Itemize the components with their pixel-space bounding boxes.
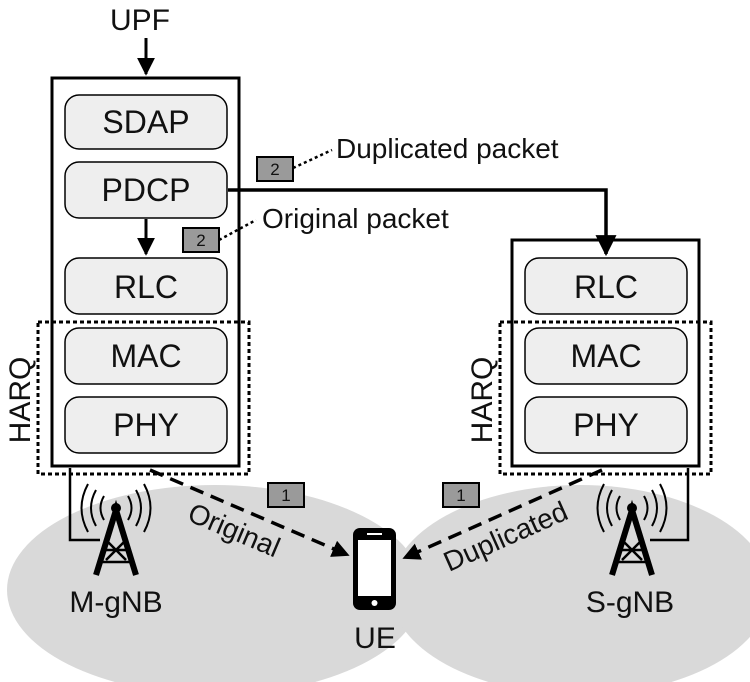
master-layer-pdcp: PDCP: [64, 161, 228, 219]
original-packet-leader: [218, 218, 257, 242]
master-layer-sdap: SDAP: [64, 94, 228, 150]
duplicated-packet-leader: [292, 148, 333, 170]
svg-text:1: 1: [281, 486, 290, 505]
duplicated-link-arrow: [402, 468, 603, 560]
master-layer-rlc: RLC: [64, 257, 228, 315]
ue-label: UE: [354, 622, 396, 655]
secondary-antenna: [596, 468, 690, 576]
pdcp-to-secondary-rlc-arrow: [228, 188, 617, 257]
original-link-arrow: [149, 468, 350, 557]
secondary-layer-mac: MAC: [524, 327, 688, 385]
master-harq-label: HARQ: [4, 357, 37, 444]
smartphone-icon: [353, 528, 396, 610]
master-layer-phy: PHY: [64, 396, 228, 454]
secondary-layer-phy: PHY: [524, 396, 688, 454]
svg-text:MAC: MAC: [110, 338, 181, 374]
secondary-harq-label: HARQ: [466, 357, 499, 444]
svg-text:2: 2: [196, 231, 205, 250]
antenna-tower-icon: [596, 483, 668, 576]
original-link-badge: 1: [267, 482, 305, 508]
duplicated-packet-badge: 2: [256, 156, 294, 182]
upf-label: UPF: [110, 4, 170, 37]
secondary-harq-box: [498, 320, 713, 476]
svg-text:SDAP: SDAP: [102, 104, 189, 140]
svg-text:1: 1: [456, 486, 465, 505]
svg-text:PDCP: PDCP: [102, 172, 191, 208]
master-antenna: [68, 468, 152, 576]
svg-text:PHY: PHY: [113, 407, 179, 443]
antenna-tower-icon: [80, 483, 152, 576]
original-packet-label: Original packet: [262, 203, 449, 234]
secondary-node-label: S-gNB: [586, 586, 674, 619]
svg-text:MAC: MAC: [570, 338, 641, 374]
master-harq-box: [36, 320, 251, 476]
secondary-coverage-area: [390, 485, 750, 682]
svg-text:RLC: RLC: [574, 269, 638, 305]
secondary-layer-rlc: RLC: [524, 257, 688, 315]
master-node-label: M-gNB: [69, 586, 162, 619]
duplicated-packet-label: Duplicated packet: [336, 133, 559, 164]
svg-text:RLC: RLC: [114, 269, 178, 305]
original-packet-badge: 2: [182, 227, 220, 253]
svg-text:2: 2: [270, 160, 279, 179]
duplicated-link-badge: 1: [442, 482, 480, 508]
svg-text:PHY: PHY: [573, 407, 639, 443]
master-layer-mac: MAC: [64, 327, 228, 385]
